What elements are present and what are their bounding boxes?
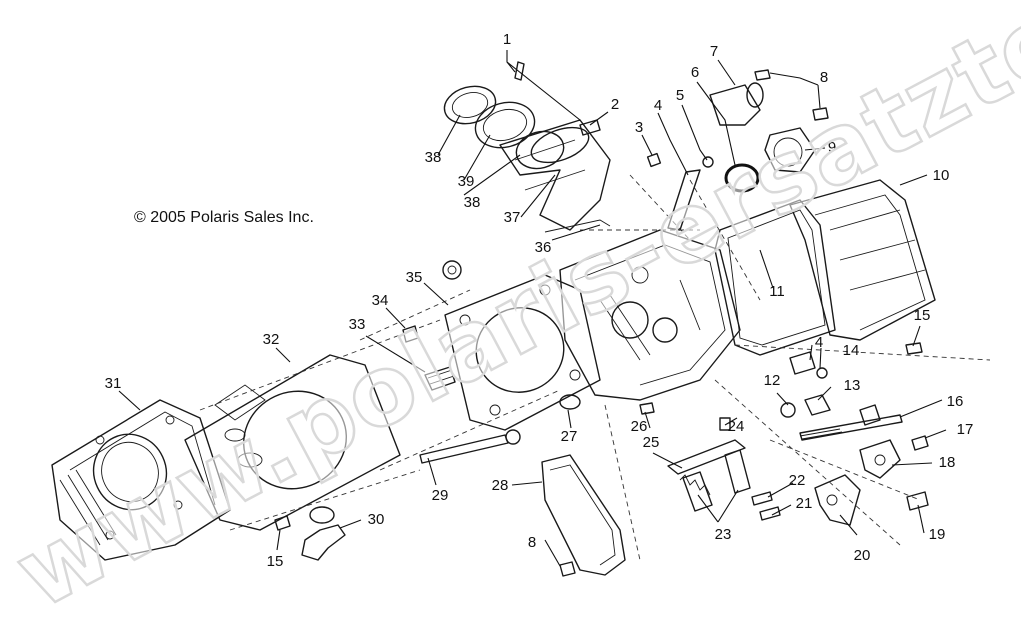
callout-numbers: 1 2 3 4 5 6 7 8 9 10 11 12 13 14 15 16 1… [105,31,974,570]
callout-37: 37 [504,209,521,226]
callout-32: 32 [263,331,280,348]
callout-31: 31 [105,375,122,392]
copyright-notice: © 2005 Polaris Sales Inc. [134,209,314,226]
callout-15-second: 15 [267,553,284,570]
callout-24: 24 [728,418,745,435]
callout-16: 16 [947,393,964,410]
callout-3: 3 [635,119,643,136]
callout-6: 6 [691,64,699,81]
callout-26: 26 [631,418,648,435]
callout-7: 7 [710,43,718,60]
callout-33: 33 [349,316,366,333]
callout-13: 13 [844,377,861,394]
callout-18: 18 [939,454,956,471]
callout-20: 20 [854,547,871,564]
callout-2: 2 [611,96,619,113]
callout-11: 11 [769,283,785,300]
callout-15: 15 [914,307,931,324]
part-cylinder [51,399,231,561]
callout-22: 22 [789,472,806,489]
part-elbow [301,506,346,561]
callout-10: 10 [933,167,950,184]
part-base-gasket [184,354,401,531]
callout-5: 5 [676,87,684,104]
callout-9: 9 [828,139,836,156]
callout-1: 1 [503,31,511,48]
callout-27: 27 [561,428,578,445]
callout-14: 14 [843,342,860,359]
callout-4-second: 4 [815,334,823,351]
callout-19: 19 [929,526,946,543]
part-fasteners [274,61,929,577]
part-valve-cover-gasket [714,199,836,356]
callout-29: 29 [432,487,449,504]
alignment-lines [199,174,991,561]
callout-35: 35 [406,269,423,286]
part-head-gasket [442,260,601,431]
callout-8: 8 [820,69,828,86]
part-valve-cover [789,179,936,341]
callout-36: 36 [535,239,552,256]
part-springs [667,439,781,521]
callout-17: 17 [957,421,974,438]
part-bolts [419,414,903,464]
callout-12: 12 [764,372,781,389]
callout-28: 28 [492,477,509,494]
callout-21: 21 [796,495,813,512]
callout-25: 25 [643,434,660,451]
callout-38: 38 [464,194,481,211]
callout-8-second: 8 [528,534,536,551]
callout-38-second: 38 [425,149,442,166]
part-side-cover [541,454,626,576]
part-cylinder-head [559,229,741,410]
callout-30: 30 [368,511,385,528]
callout-4: 4 [654,97,662,114]
part-brackets [814,439,901,526]
callout-34: 34 [372,292,389,309]
leader-lines [118,50,947,567]
callout-23: 23 [715,526,732,543]
parts-drawing [51,61,991,577]
callout-39: 39 [458,173,475,190]
part-thermostat-housing [709,82,816,193]
